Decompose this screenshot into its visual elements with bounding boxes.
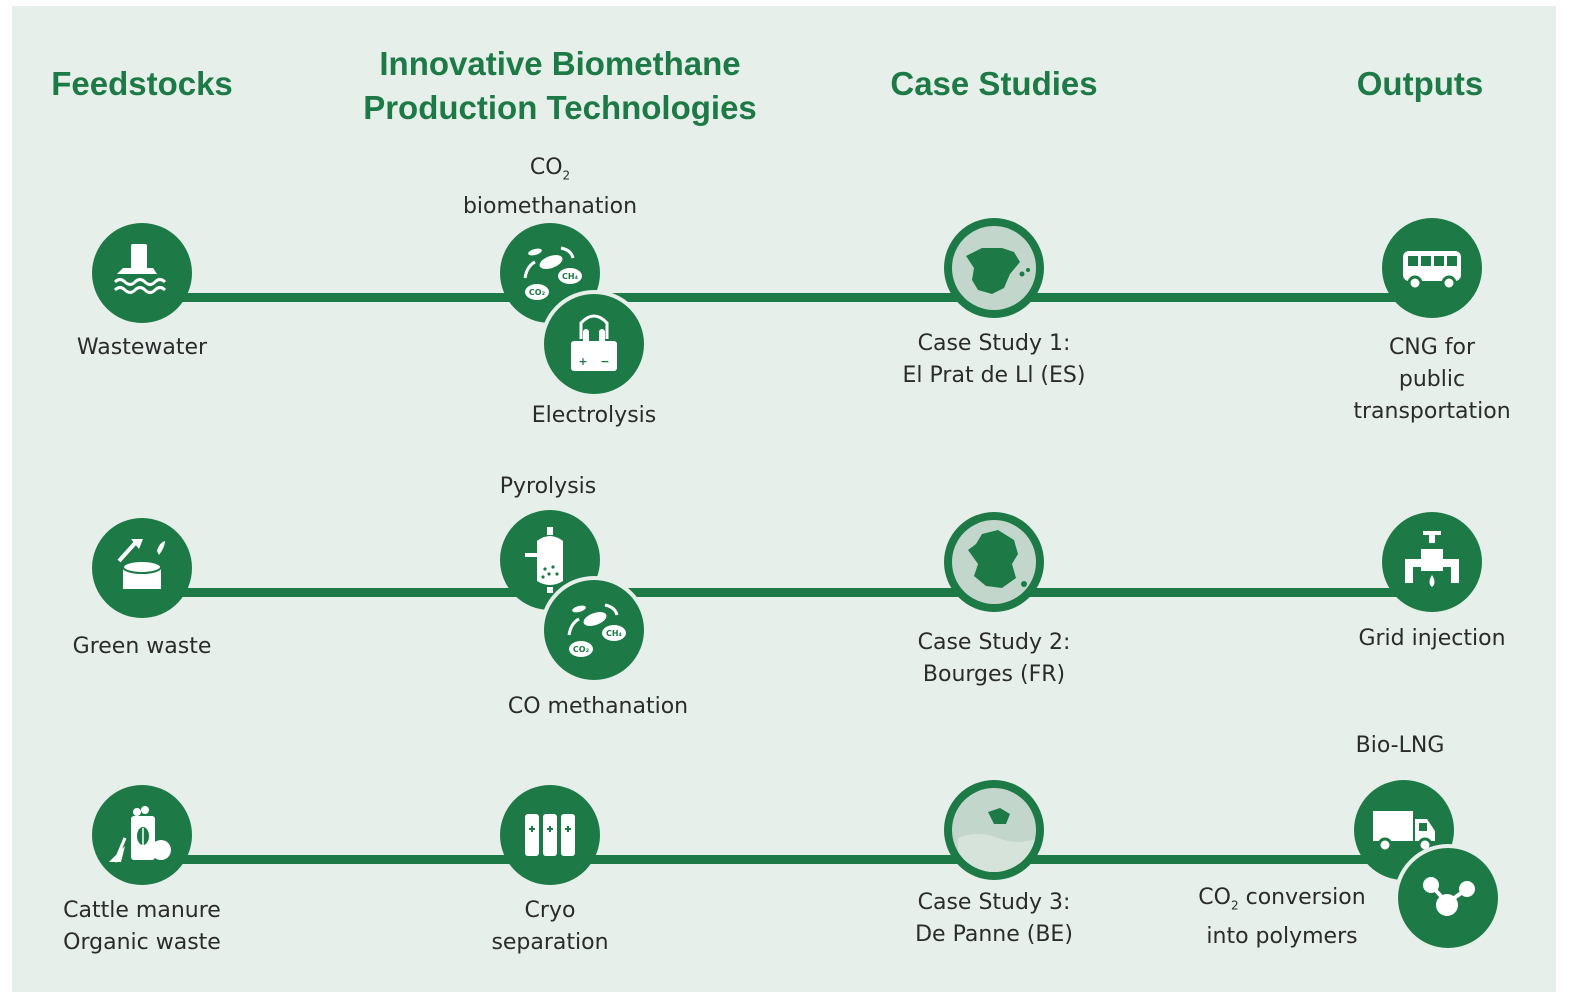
case-study-2-node <box>944 512 1044 612</box>
microbes-icon: CO₂ CH₄ <box>523 246 582 300</box>
header-case-studies: Case Studies <box>890 65 1098 102</box>
wastewater-label: Wastewater <box>76 335 208 360</box>
cng-node <box>1382 218 1482 318</box>
ch4-icon-text-2: CH₄ <box>606 629 623 638</box>
wastewater-node <box>92 223 192 323</box>
reactor-icon <box>525 527 563 593</box>
row2-line <box>142 588 1432 597</box>
header-technologies-line2: Production Technologies <box>363 89 757 126</box>
cng-line2: public <box>1398 367 1466 392</box>
co2-polymers-line1: CO2 conversion <box>1198 885 1366 913</box>
co2-icon-text-2: CO₂ <box>573 645 590 654</box>
diagram-panel <box>12 6 1556 992</box>
case-study-3-line2: De Panne (BE) <box>915 922 1073 947</box>
cryo-separation-label: Cryo separation <box>450 895 650 959</box>
case-study-1-line2: El Prat de Ll (ES) <box>902 363 1086 388</box>
cryo-separation-node <box>500 785 600 885</box>
pipe-icon <box>1405 531 1459 587</box>
row3-line <box>142 855 1404 864</box>
grid-injection-node <box>1382 512 1482 612</box>
co2-biomethanation-label: CO2 biomethanation <box>440 152 660 223</box>
case-study-2-line1: Case Study 2: <box>917 630 1071 655</box>
co2-biomethanation-label-line2: biomethanation <box>462 194 638 220</box>
pyrolysis-label: Pyrolysis <box>499 474 597 499</box>
cryo-tanks-icon <box>525 814 575 856</box>
bus-icon <box>1403 251 1461 291</box>
cattle-manure-line1: Cattle manure <box>63 898 221 923</box>
case-study-1-line1: Case Study 1: <box>917 331 1071 356</box>
electrolysis-label: Electrolysis <box>531 403 657 428</box>
co-methanation-node: CO₂ CH₄ <box>540 576 648 684</box>
grid-injection-label: Grid injection <box>1358 626 1506 651</box>
cattle-manure-node <box>92 785 192 885</box>
cng-label: CNG for public transportation <box>1332 332 1532 428</box>
electrolysis-node: + − <box>540 290 648 398</box>
france-map-icon <box>968 530 1027 588</box>
wastewater-icon <box>113 244 167 294</box>
plus-icon-text: + <box>578 355 587 368</box>
row1-line <box>142 293 1432 302</box>
spain-map-icon <box>966 248 1030 294</box>
header-technologies-line1: Innovative Biomethane <box>379 45 741 82</box>
electrolysis-icon: + − <box>571 314 617 371</box>
belgium-map-icon <box>958 808 1036 872</box>
header-feedstocks: Feedstocks <box>51 65 233 102</box>
molecule-icon <box>1423 877 1475 916</box>
co2-icon-text: CO₂ <box>529 288 546 297</box>
organic-waste-icon <box>109 806 171 863</box>
cattle-manure-line2: Organic waste <box>63 930 221 955</box>
minus-icon-text: − <box>600 355 609 368</box>
case-study-1-label: Case Study 1: El Prat de Ll (ES) <box>874 328 1114 392</box>
case-study-2-label: Case Study 2: Bourges (FR) <box>874 627 1114 691</box>
case-study-1-node <box>944 218 1044 318</box>
header-technologies: Innovative Biomethane Production Technol… <box>350 42 770 130</box>
cattle-manure-label: Cattle manure Organic waste <box>32 895 252 959</box>
case-study-3-line1: Case Study 3: <box>917 890 1071 915</box>
co2-polymers-node <box>1394 844 1502 952</box>
tree-stump-icon <box>117 539 165 589</box>
bio-lng-label: Bio-LNG <box>1355 733 1445 758</box>
truck-icon <box>1373 811 1435 853</box>
case-study-3-label: Case Study 3: De Panne (BE) <box>874 887 1114 951</box>
cng-line1: CNG for <box>1388 335 1476 360</box>
co2-polymers-line2: into polymers <box>1206 924 1358 950</box>
ch4-icon-text: CH₄ <box>562 272 579 281</box>
microbes-icon-2: CO₂ CH₄ <box>567 603 626 657</box>
header-outputs: Outputs <box>1356 65 1484 102</box>
cryo-line2: separation <box>491 930 609 955</box>
green-waste-node <box>92 518 192 618</box>
co2-biomethanation-node: CO₂ CH₄ <box>500 223 600 323</box>
case-study-3-node <box>944 780 1044 880</box>
co-methanation-label: CO methanation <box>507 694 689 719</box>
co2-biomethanation-label-line1: CO2 <box>529 155 571 183</box>
cng-line3: transportation <box>1353 399 1511 424</box>
green-waste-label: Green waste <box>72 634 212 659</box>
co2-polymers-label: CO2 conversion into polymers <box>1172 882 1392 953</box>
case-study-2-line2: Bourges (FR) <box>922 662 1066 687</box>
cryo-line1: Cryo <box>524 898 576 923</box>
